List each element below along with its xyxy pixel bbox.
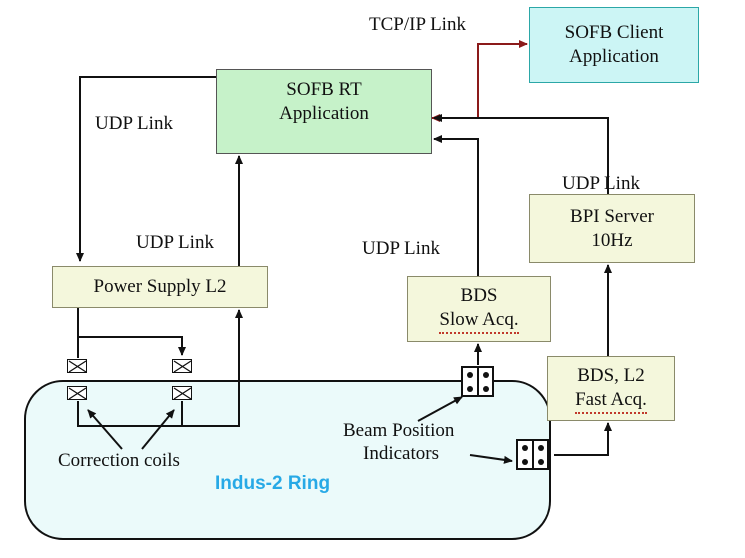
correction-coil-2-top xyxy=(172,359,192,373)
power-supply-label: Power Supply L2 xyxy=(93,276,227,297)
bds-fast-line2: Fast Acq. xyxy=(575,388,647,414)
sofb-client-application-box: SOFB Client Application xyxy=(529,7,699,83)
beam-position-label-line1: Beam Position xyxy=(343,420,455,441)
power-supply-l2-box: Power Supply L2 xyxy=(52,266,268,308)
bds-slow-line1: BDS xyxy=(460,285,498,306)
beam-position-label-line2: Indicators xyxy=(363,443,439,464)
correction-coils-label: Correction coils xyxy=(58,450,180,471)
indus2-ring-label: Indus-2 Ring xyxy=(215,473,331,494)
beam-position-indicator-1 xyxy=(461,366,494,397)
bds-fast-line1: BDS, L2 xyxy=(577,364,645,386)
sofb-client-line1: SOFB Client xyxy=(564,22,664,43)
bds-fast-acq-box: BDS, L2 Fast Acq. xyxy=(547,356,675,421)
bpi-server-line2: 10Hz xyxy=(591,229,633,251)
udp-link-label-slow: UDP Link xyxy=(362,238,440,259)
sofb-rt-line2: Application xyxy=(279,103,369,124)
udp-link-label-left: UDP Link xyxy=(95,113,173,134)
udp-link-label-power-supply: UDP Link xyxy=(136,232,214,253)
bpi-server-box: BPI Server 10Hz xyxy=(529,194,695,263)
bds-slow-line2: Slow Acq. xyxy=(439,308,519,334)
beam-position-indicator-2 xyxy=(516,439,549,470)
correction-coil-1-top xyxy=(67,359,87,373)
bpi-server-line1: BPI Server xyxy=(570,205,654,227)
sofb-rt-application-box: SOFB RT Application xyxy=(216,69,432,154)
bds-slow-acq-box: BDS Slow Acq. xyxy=(407,276,551,342)
correction-coil-2-bottom xyxy=(172,386,192,400)
udp-link-label-bpi: UDP Link xyxy=(562,173,640,194)
tcp-ip-link-label: TCP/IP Link xyxy=(369,14,466,35)
sofb-rt-line1: SOFB RT xyxy=(286,79,362,100)
sofb-client-line2: Application xyxy=(569,46,659,67)
correction-coil-1-bottom xyxy=(67,386,87,400)
